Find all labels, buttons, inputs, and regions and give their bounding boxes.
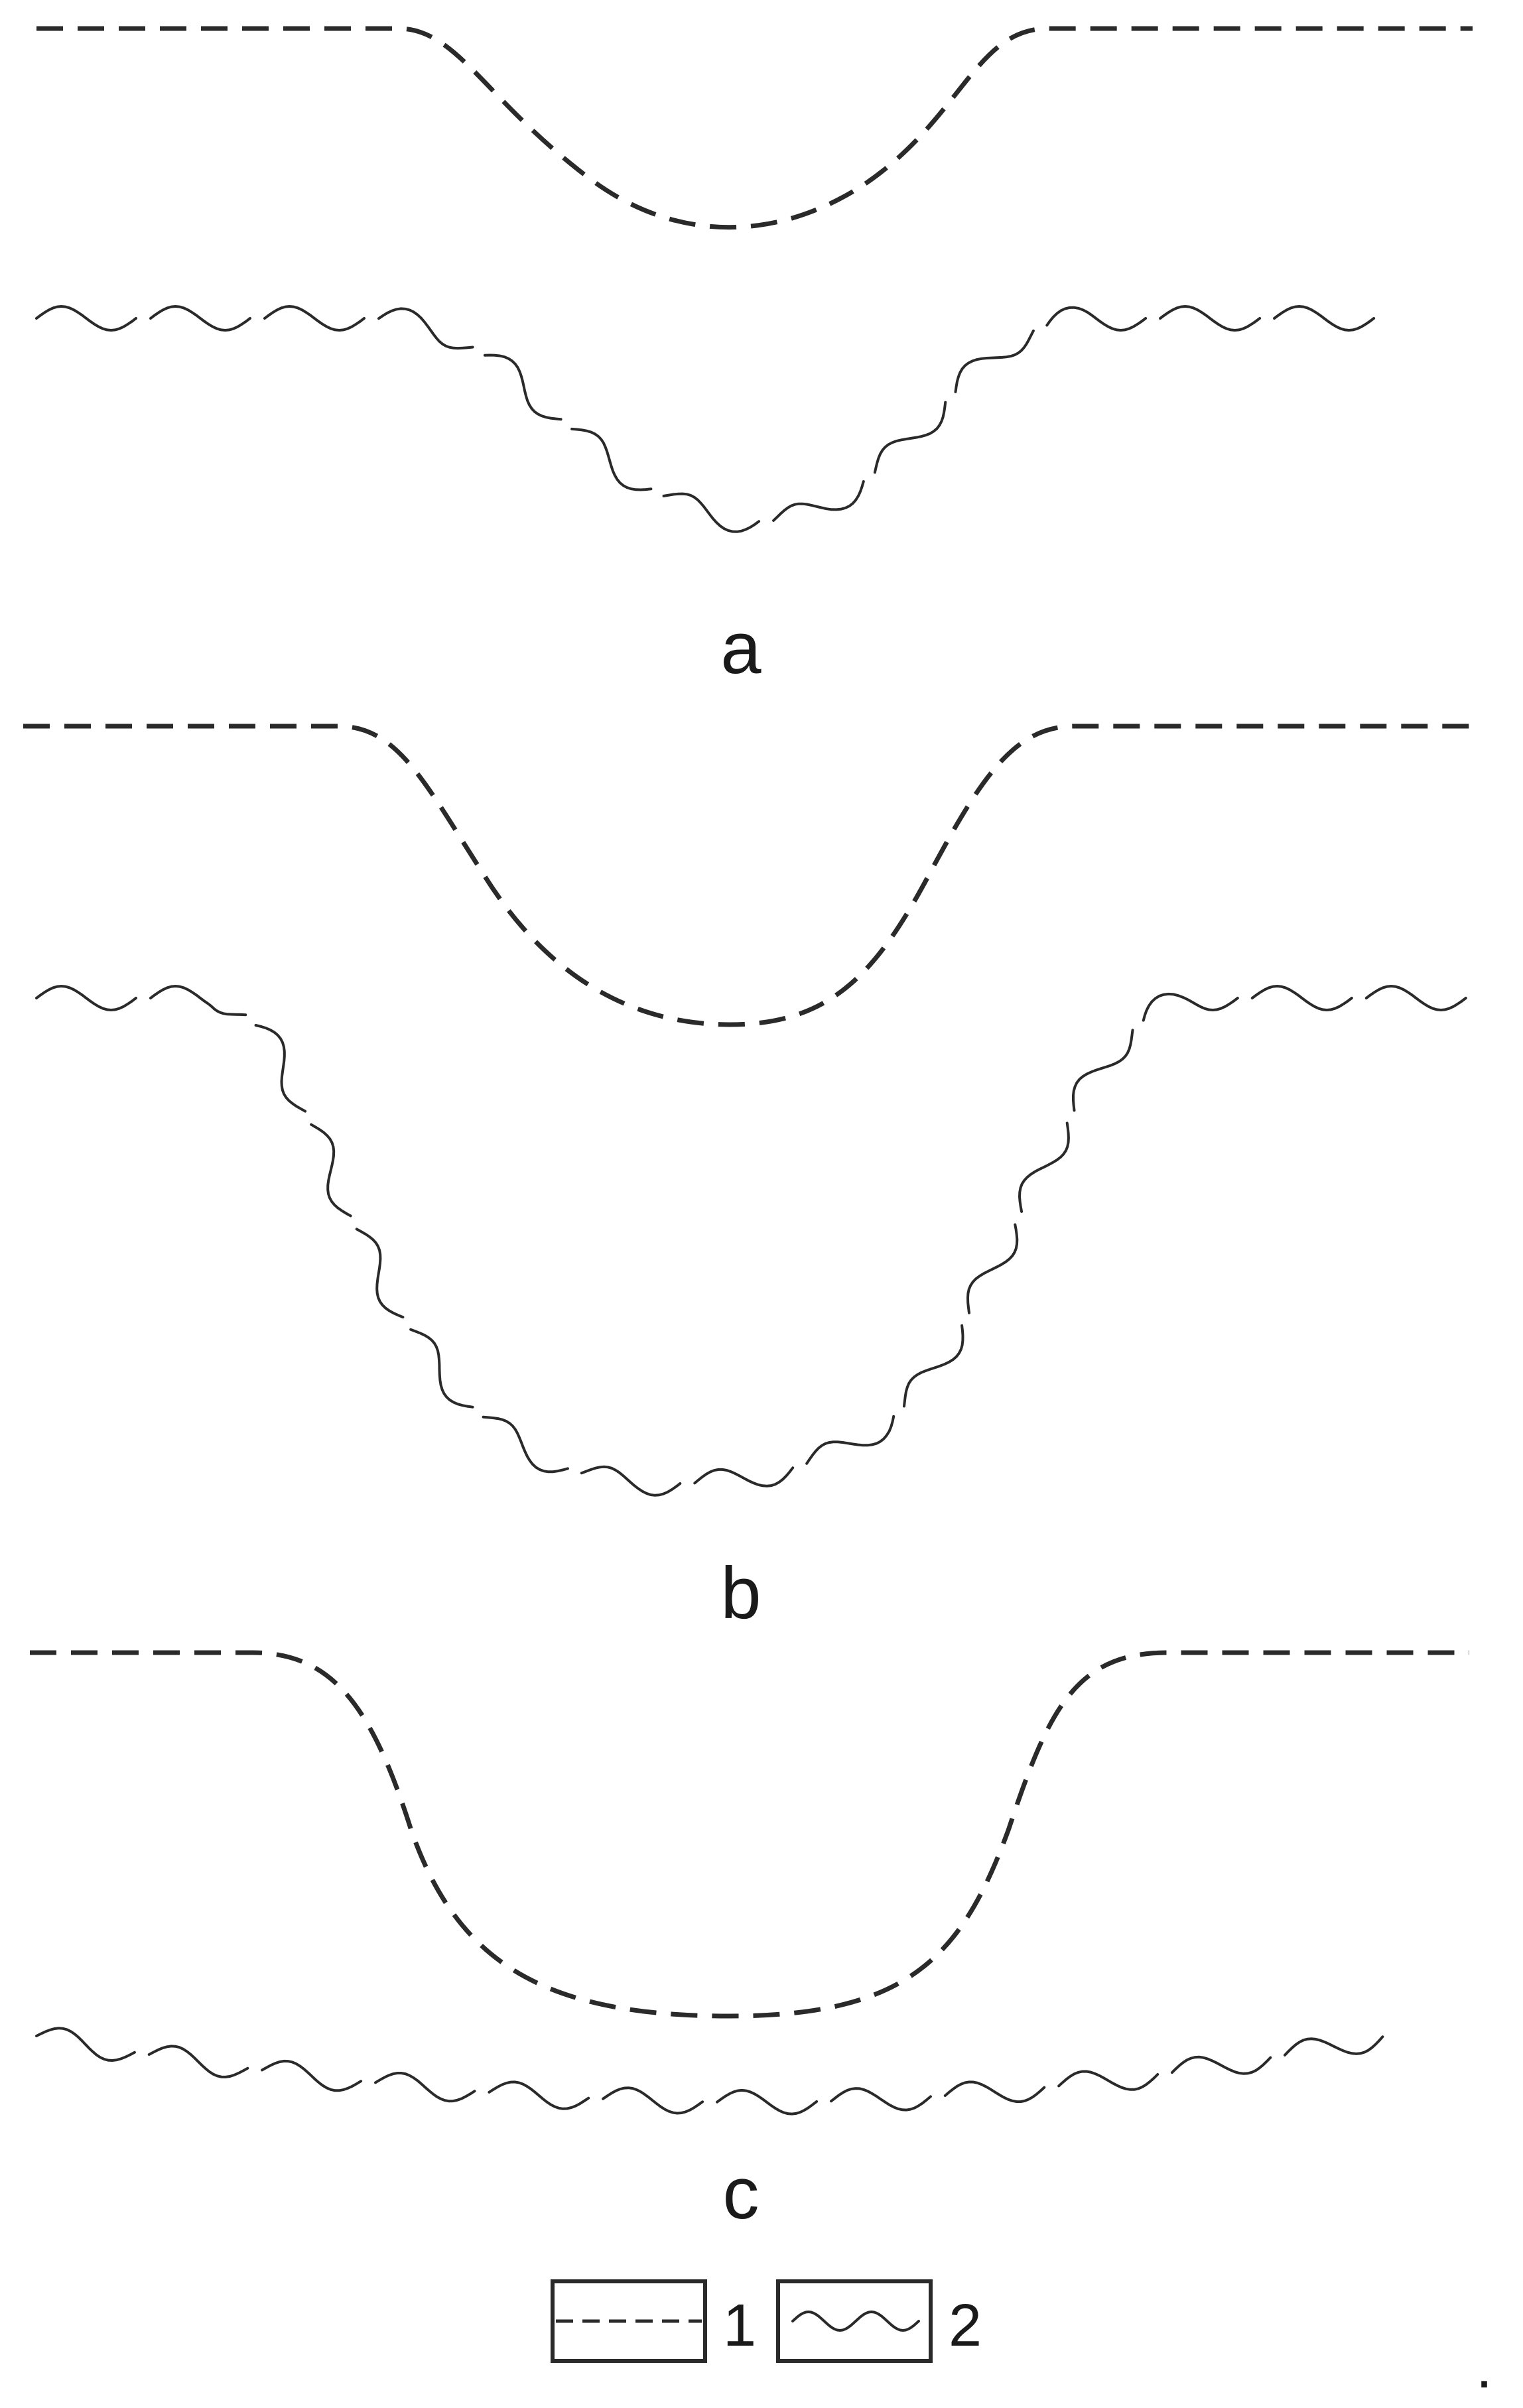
panel-b-wavy-line xyxy=(35,984,1467,1497)
panel-b: b xyxy=(23,724,1469,1634)
legend-wavy-symbol-icon xyxy=(791,2310,920,2332)
legend-number-2: 2 xyxy=(949,2293,982,2359)
panel-a: a xyxy=(35,26,1473,689)
legend-number-1: 1 xyxy=(723,2293,756,2359)
panel-b-dashed-line xyxy=(23,724,1469,1027)
legend-box-1 xyxy=(551,2279,707,2363)
panel-c-wavy-line xyxy=(35,2027,1384,2116)
panel-b-label: b xyxy=(720,1553,761,1634)
panel-c: c xyxy=(30,1650,1469,2234)
panel-a-label: a xyxy=(720,607,762,689)
legend-item-2: 2 xyxy=(776,2279,982,2363)
trailing-dot: . xyxy=(1476,2334,1492,2401)
legend-box-2 xyxy=(776,2279,933,2363)
legend-item-1: 1 xyxy=(551,2279,756,2363)
panel-a-wavy-line xyxy=(35,304,1376,533)
panel-c-label: c xyxy=(723,2153,760,2234)
legend: 1 2 xyxy=(551,2279,982,2363)
panel-c-dashed-line xyxy=(30,1650,1469,2019)
panel-a-dashed-line xyxy=(36,26,1473,230)
